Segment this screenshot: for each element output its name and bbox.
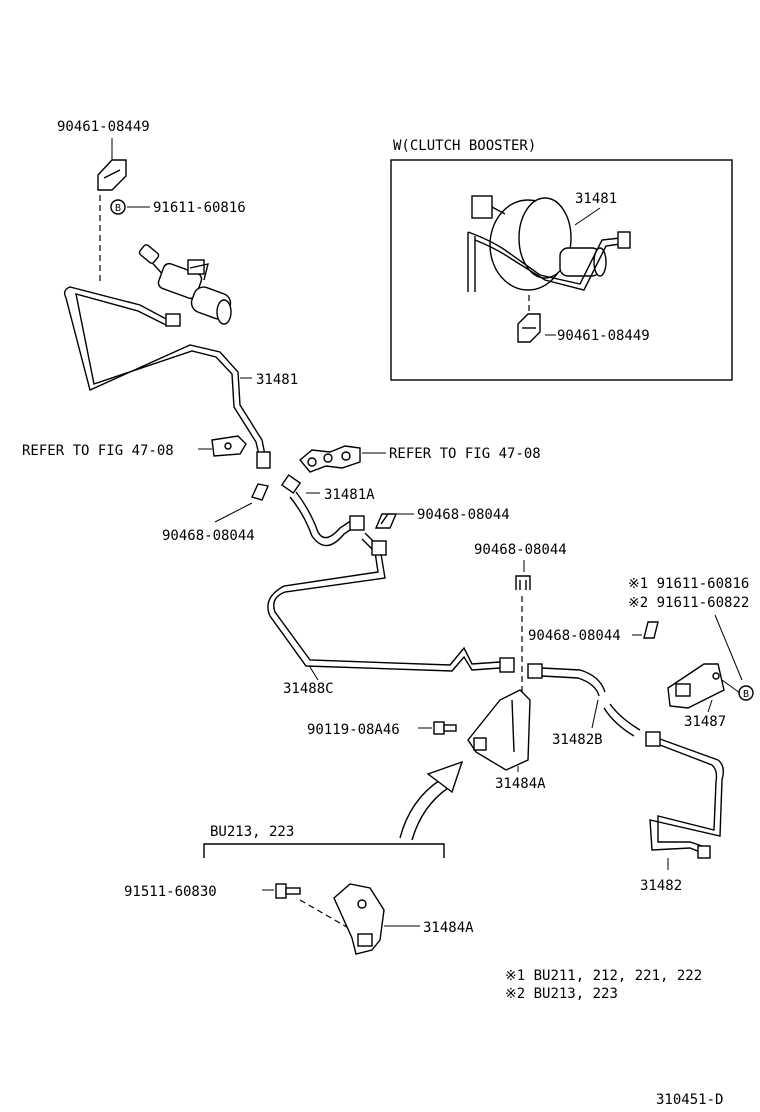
hose-31481a bbox=[280, 474, 365, 547]
pipe-31482 bbox=[649, 738, 725, 859]
label-clip-mid: 90468-08044 bbox=[417, 507, 510, 523]
clutch-booster-illustration bbox=[467, 195, 631, 292]
label-clip-top-right: 90468-08044 bbox=[474, 542, 567, 558]
label-variant: BU213, 223 bbox=[210, 824, 294, 840]
label-bolt-90119: 90119-08A46 bbox=[307, 722, 400, 738]
inset-title: W(CLUTCH BOOSTER) bbox=[393, 138, 536, 154]
label-bolt-91511: 91511-60830 bbox=[124, 884, 217, 900]
label-pipe-31481a: 31481A bbox=[324, 487, 375, 503]
label-clip-left: 90468-08044 bbox=[162, 528, 255, 544]
figure-code: 310451-D bbox=[656, 1092, 723, 1108]
label-refer-left: REFER TO FIG 47-08 bbox=[22, 443, 174, 459]
label-bracket-31484a: 31484A bbox=[495, 776, 546, 792]
b-marker-right-icon bbox=[738, 685, 754, 701]
label-top-bracket: 90461-08449 bbox=[57, 119, 150, 135]
bolt-91511-icon bbox=[275, 883, 301, 899]
label-note-bolt-2: ※2 91611-60822 bbox=[628, 595, 749, 611]
label-refer-right: REFER TO FIG 47-08 bbox=[389, 446, 541, 462]
master-cylinder-illustration bbox=[138, 244, 232, 325]
pipe-31488c bbox=[267, 532, 515, 673]
grommet-left-icon bbox=[211, 435, 247, 457]
inset-bracket-icon bbox=[517, 313, 541, 343]
b-marker-top-icon bbox=[110, 199, 126, 215]
b-marker-top: B bbox=[115, 203, 121, 214]
bracket-31484a-icon bbox=[467, 689, 531, 771]
clip-mid-icon bbox=[374, 513, 398, 529]
label-bolt-b-top: 91611-60816 bbox=[153, 200, 246, 216]
bracket-31484a-alt-icon bbox=[333, 883, 385, 955]
footnote-2: ※2 BU213, 223 bbox=[505, 986, 618, 1002]
footnote-1: ※1 BU211, 212, 221, 222 bbox=[505, 968, 702, 984]
clip-left-icon bbox=[251, 483, 269, 501]
top-bracket-icon bbox=[97, 159, 127, 191]
pipe-clamp-right-icon bbox=[299, 445, 361, 473]
label-hose-31482b: 31482B bbox=[552, 732, 603, 748]
inset-bracket-label: 90461-08449 bbox=[557, 328, 650, 344]
pipe-31481 bbox=[63, 286, 271, 469]
variant-bracket-line bbox=[203, 843, 445, 858]
clutch-booster-inset: W(CLUTCH BOOSTER) 31481 90461-08449 bbox=[390, 138, 733, 381]
label-pipe-31481: 31481 bbox=[256, 372, 298, 388]
bracket-31487-icon bbox=[667, 663, 725, 709]
bolt-90119-icon bbox=[433, 721, 457, 735]
b-marker-right: B bbox=[743, 689, 749, 700]
clip-top-right-icon bbox=[515, 575, 531, 590]
label-pipe-31482: 31482 bbox=[640, 878, 682, 894]
inset-frame bbox=[390, 159, 733, 381]
label-pipe-31488c: 31488C bbox=[283, 681, 334, 697]
clip-right-icon bbox=[643, 621, 659, 639]
label-bracket-31487: 31487 bbox=[684, 714, 726, 730]
label-note-bolt-1: ※1 91611-60816 bbox=[628, 576, 749, 592]
label-bracket-31484a-alt: 31484A bbox=[423, 920, 474, 936]
inset-pipe-label: 31481 bbox=[575, 191, 617, 207]
direction-arrow-icon bbox=[399, 760, 464, 841]
label-clip-right: 90468-08044 bbox=[528, 628, 621, 644]
